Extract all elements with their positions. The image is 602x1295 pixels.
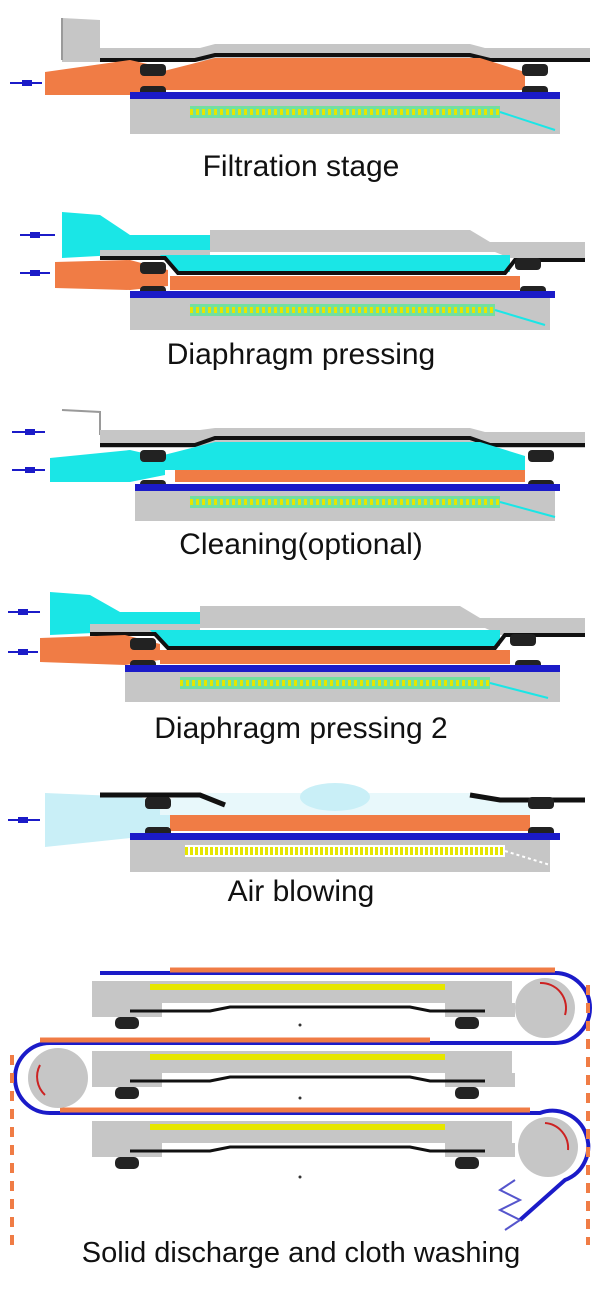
stage-filtration: Filtration stage: [0, 0, 602, 200]
stage-cleaning: Cleaning(optional): [0, 390, 602, 580]
inlet-cone: [45, 60, 165, 95]
plate-3: [92, 1121, 515, 1169]
inlet-arrow: [12, 467, 45, 473]
inlet-cone: [55, 260, 168, 290]
stage-label: Diaphragm pressing: [166, 338, 436, 371]
cake-chamber: [170, 276, 520, 290]
cake-chamber: [160, 58, 525, 90]
stage-solid-discharge: Solid discharge and cloth washing: [0, 955, 602, 1295]
stage-label: Diaphragm pressing 2: [154, 712, 448, 745]
diaphragm-pressing-diagram: [20, 212, 585, 330]
filter-cloth: [135, 484, 560, 491]
water-inlet-arrow: [20, 232, 55, 238]
air-inlet-arrow: [8, 817, 40, 823]
stage-diaphragm-pressing-2: Diaphragm pressing 2: [0, 580, 602, 765]
diaphragm: [100, 53, 590, 62]
stage-air-blowing: Air blowing: [0, 765, 602, 935]
plate-2: [92, 1051, 515, 1099]
diaphragm: [100, 792, 226, 808]
water-chamber: [160, 442, 525, 470]
solid-discharge-diagram: [10, 967, 592, 1245]
inlet-arrow: [8, 649, 38, 655]
upper-plate: [62, 18, 590, 62]
filtration-diagram: [10, 18, 590, 134]
diaphragm-pressing-2-diagram: [8, 592, 585, 702]
air-blowing-diagram: [8, 783, 585, 872]
stage-label: Air blowing: [227, 875, 375, 908]
cake-chamber: [175, 470, 525, 482]
stage-diaphragm-pressing: Diaphragm pressing: [0, 200, 602, 390]
inlet-arrow-top: [12, 429, 45, 435]
upper-plate: [200, 606, 585, 635]
inlet-cone: [50, 450, 165, 482]
wash-spray: [497, 1179, 523, 1231]
filter-cloth: [130, 92, 560, 99]
water-chamber: [160, 255, 510, 272]
diaphragm: [100, 436, 585, 447]
filter-cloth: [130, 291, 555, 298]
filter-cloth: [125, 665, 560, 672]
filter-cloth: [130, 833, 560, 840]
stage-label: Cleaning(optional): [179, 528, 423, 561]
inlet-arrow: [20, 270, 50, 276]
cake-chamber: [160, 650, 510, 664]
water-chamber: [150, 630, 500, 646]
stage-label: Solid discharge and cloth washing: [81, 1237, 521, 1269]
inlet-arrow: [10, 80, 42, 86]
stage-label: Filtration stage: [202, 150, 400, 183]
plate-1: [92, 981, 515, 1029]
cleaning-diagram: [12, 409, 585, 521]
water-inlet-arrow: [8, 609, 40, 615]
cake-chamber: [170, 815, 530, 831]
